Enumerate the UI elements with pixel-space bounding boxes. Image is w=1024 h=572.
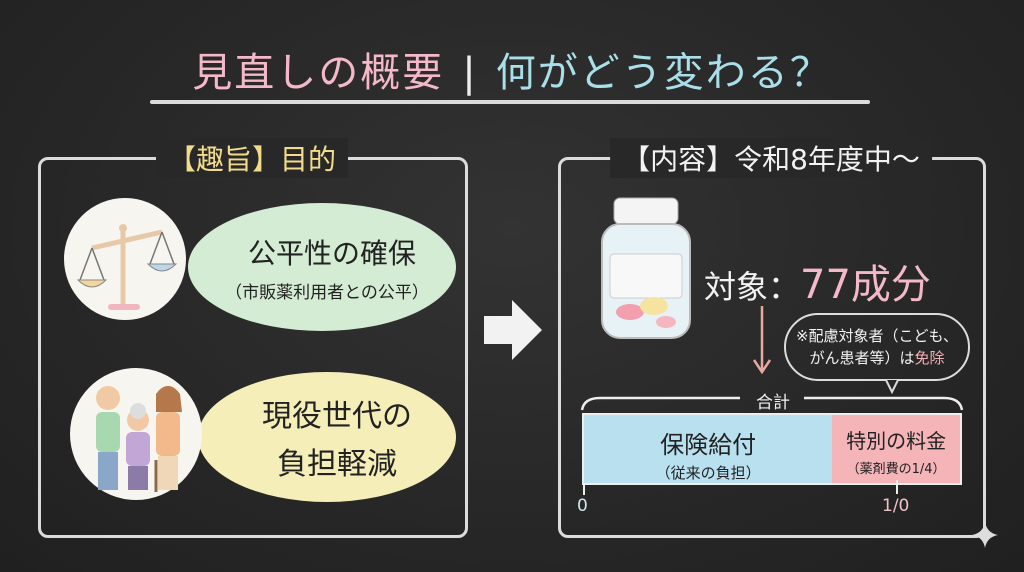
segment2-title: 特別の料金 xyxy=(846,429,947,453)
scales-icon xyxy=(64,198,186,320)
exemption-note-bubble: ※配慮対象者（こども、 がん患者等）は免除 xyxy=(784,313,970,381)
page-title: 見直しの概要 | 何がどう変わる？ xyxy=(0,40,1024,98)
segment1-subtitle: （従来の負担） xyxy=(655,464,761,482)
fairness-title: 公平性の確保 xyxy=(247,236,416,270)
cost-bar: 保険給付 （従来の負担） 特別の料金 （薬剤費の1/4） xyxy=(582,413,962,485)
axis-tick-end xyxy=(896,480,898,494)
sparkle-icon xyxy=(972,522,998,548)
pill-bottle-icon xyxy=(601,197,691,339)
purpose-heading: 【趣旨】目的 xyxy=(155,138,349,178)
axis-start-label: 0 xyxy=(577,496,588,516)
total-brace xyxy=(580,396,964,411)
target-line: 対象：77成分 xyxy=(704,252,931,310)
fairness-subtitle: （市販薬利用者との公平） xyxy=(225,282,429,303)
fairness-oval: 公平性の確保 （市販薬利用者との公平） xyxy=(188,203,456,331)
segment2-subtitle: （薬剤費の1/4） xyxy=(846,462,946,477)
burden-title-line2: 負担軽減 xyxy=(277,447,397,482)
right-arrow-icon xyxy=(484,300,542,360)
special-fee-segment: 特別の料金 （薬剤費の1/4） xyxy=(832,415,960,483)
burden-title-line1: 現役世代の xyxy=(262,399,412,434)
segment1-title: 保険給付 xyxy=(660,431,757,459)
title-part1: 見直しの概要 xyxy=(192,50,445,96)
axis-end-label: 1/0 xyxy=(882,496,910,516)
target-value: 77成分 xyxy=(800,262,931,308)
total-label: 合計 xyxy=(756,393,790,413)
title-separator: | xyxy=(462,50,478,96)
note-line1: ※配慮対象者（こども、 xyxy=(795,327,959,345)
bubble-tail xyxy=(885,379,899,394)
family-icon xyxy=(70,368,202,500)
note-exempt: 免除 xyxy=(914,349,945,367)
target-label: 対象： xyxy=(704,268,801,306)
note-line2: がん患者等）は xyxy=(809,349,915,367)
insurance-benefit-segment: 保険給付 （従来の負担） xyxy=(584,415,833,483)
down-arrow-icon xyxy=(752,306,772,374)
burden-oval: 現役世代の 負担軽減 xyxy=(198,372,456,502)
axis-tick-start xyxy=(583,485,585,495)
title-underline xyxy=(150,100,870,104)
content-heading: 【内容】令和8年度中〜 xyxy=(610,138,932,178)
title-part2: 何がどう変わる？ xyxy=(495,50,832,96)
